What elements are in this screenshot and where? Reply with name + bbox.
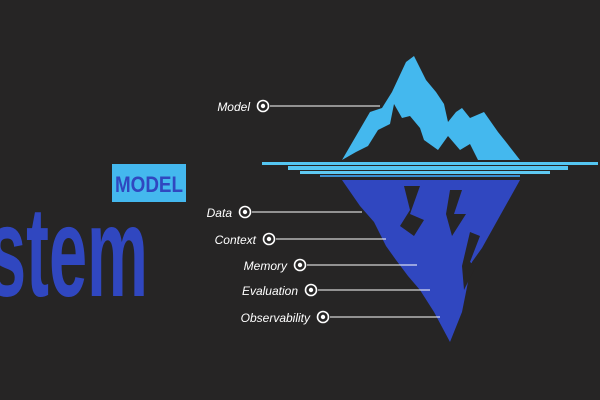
label-memory: Memory [244,258,417,273]
bullet-icon [238,205,252,219]
bullet-icon [304,283,318,297]
waterline [262,162,598,177]
label-text-memory: Memory [244,259,288,273]
label-text-observability: Observability [241,311,311,325]
label-text-model: Model [217,100,250,114]
title-badge: MODEL [115,172,183,197]
iceberg-crack [400,186,424,236]
iceberg-crack [462,232,480,290]
title-block: stem MODEL [0,164,186,324]
label-observability: Observability [241,310,440,325]
label-text-data: Data [207,206,233,220]
label-evaluation: Evaluation [242,283,430,298]
label-text-context: Context [215,233,257,247]
bullet-icon [293,258,307,272]
label-context: Context [215,232,386,247]
label-text-evaluation: Evaluation [242,284,298,298]
label-model: Model [217,99,380,114]
bullet-icon [256,99,270,113]
label-data: Data [207,205,362,220]
bullet-icon [316,310,330,324]
badge-background [112,164,186,202]
iceberg-crack [446,190,466,236]
title-big-word: stem [0,181,148,324]
iceberg-underwater [342,180,520,342]
iceberg [262,56,598,342]
iceberg-tip [342,56,520,160]
bullet-icon [262,232,276,246]
